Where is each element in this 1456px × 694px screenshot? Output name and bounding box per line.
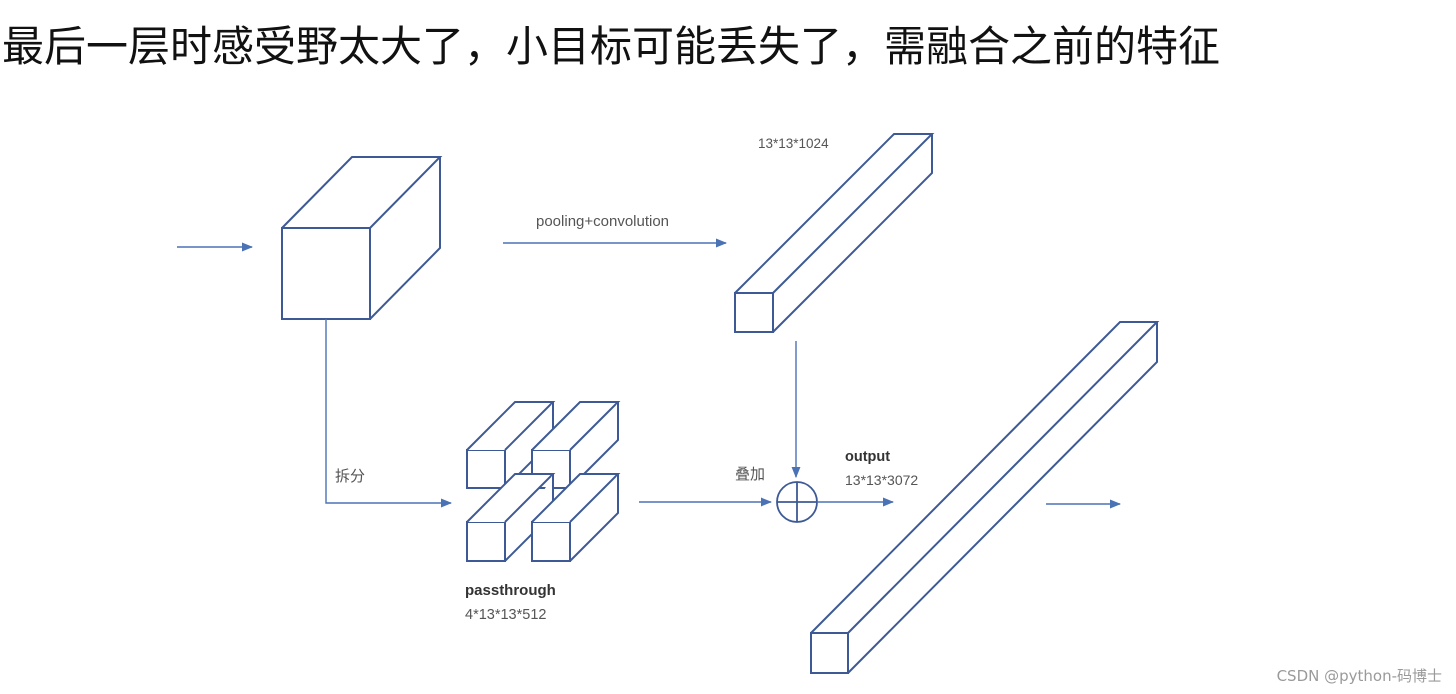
top-bar-dims-label: 13*13*1024 [758,136,829,151]
conv-feature-bar [734,133,935,333]
passthrough-block-1 [466,401,556,489]
passthrough-blocks [466,401,621,562]
csdn-watermark: CSDN @python-码博士 [1276,667,1442,685]
passthrough-block-3 [466,473,556,562]
slide-heading: 最后一层时感受野太大了，小目标可能丢失了，需融合之前的特征 [2,22,1221,71]
stack-label: 叠加 [735,466,765,483]
split-label: 拆分 [335,468,365,485]
input-feature-cube [281,156,443,320]
passthrough-title: passthrough [465,582,556,599]
output-feature-bar [810,321,1160,674]
split-arrow [325,319,453,508]
concat-plus-icon [776,481,818,523]
pooling-convolution-label: pooling+convolution [536,213,669,230]
output-dims: 13*13*3072 [845,472,918,488]
output-title: output [845,449,890,465]
passthrough-block-4 [531,473,621,562]
passthrough-block-2 [531,401,621,489]
passthrough-dims: 4*13*13*512 [465,607,546,623]
